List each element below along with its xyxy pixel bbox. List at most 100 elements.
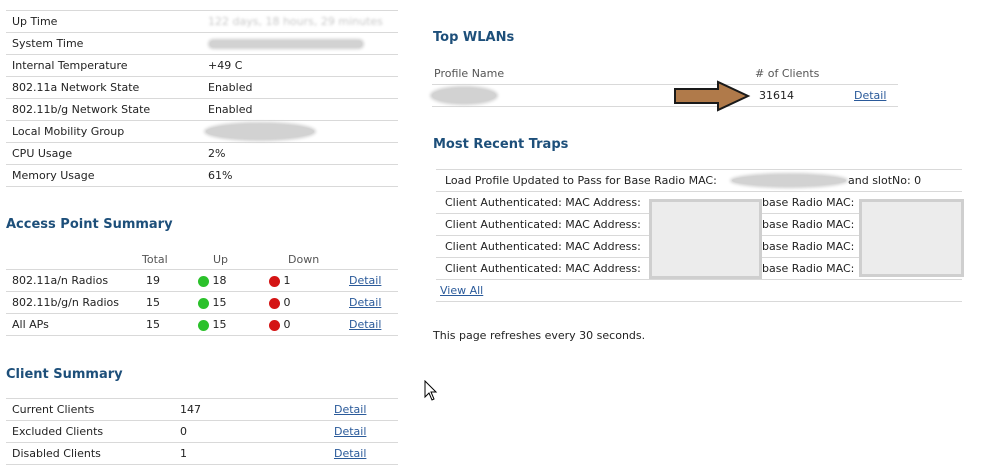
trap-text: Client Authenticated: MAC Address: xyxy=(445,262,641,275)
mouse-cursor-icon xyxy=(424,380,438,401)
trap-mid: base Radio MAC: xyxy=(762,196,855,209)
label-80211bg-network-state: 802.11b/g Network State xyxy=(12,103,151,116)
label-internal-temperature: Internal Temperature xyxy=(12,59,128,72)
client-summary-title: Client Summary xyxy=(6,367,123,382)
trap-mid: base Radio MAC: xyxy=(762,218,855,231)
client-row-excluded: Excluded Clients 0 Detail xyxy=(6,421,398,443)
ap-detail-link[interactable]: Detail xyxy=(349,274,382,287)
row-cpu-usage: CPU Usage 2% xyxy=(6,143,398,165)
redacted-system-time xyxy=(210,41,362,47)
ap-row-label: 802.11a/n Radios xyxy=(12,274,109,287)
ap-total: 15 xyxy=(146,296,160,309)
ap-header-up: Up xyxy=(213,253,229,266)
ap-row-label: All APs xyxy=(12,318,49,331)
client-summary-top-divider xyxy=(6,398,398,399)
refresh-note: This page refreshes every 30 seconds. xyxy=(433,329,646,342)
client-row-value: 0 xyxy=(180,425,187,438)
ap-row-80211an: 802.11a/n Radios 19 18 1 Detail xyxy=(6,270,398,292)
client-detail-link[interactable]: Detail xyxy=(334,403,367,416)
redaction-box-radio-mac xyxy=(859,199,964,277)
ap-up-count: 15 xyxy=(212,318,227,331)
row-80211bg-network-state: 802.11b/g Network State Enabled xyxy=(6,99,398,121)
ap-up-count: 15 xyxy=(212,296,227,309)
ap-detail-link[interactable]: Detail xyxy=(349,318,382,331)
ap-total: 19 xyxy=(146,274,160,287)
client-detail-link[interactable]: Detail xyxy=(334,447,367,460)
status-down-icon xyxy=(269,297,280,309)
wlan-header-divider xyxy=(432,84,898,85)
client-detail-link[interactable]: Detail xyxy=(334,425,367,438)
label-system-time: System Time xyxy=(12,37,84,50)
client-row-label: Disabled Clients xyxy=(12,447,101,460)
redaction-box-client-mac xyxy=(649,199,762,279)
wlan-header-profile-name: Profile Name xyxy=(434,67,505,80)
client-row-disabled: Disabled Clients 1 Detail xyxy=(6,443,398,465)
status-up-icon xyxy=(198,297,209,309)
trap-text: Client Authenticated: MAC Address: xyxy=(445,240,641,253)
value-80211bg-network-state: Enabled xyxy=(208,103,253,116)
client-row-label: Current Clients xyxy=(12,403,95,416)
trap-row: Load Profile Updated to Pass for Base Ra… xyxy=(436,170,962,192)
row-up-time: Up Time 122 days, 18 hours, 29 minutes xyxy=(6,11,398,33)
row-internal-temperature: Internal Temperature +49 C xyxy=(6,55,398,77)
annotation-arrow-icon xyxy=(674,80,751,112)
row-system-time: System Time xyxy=(6,33,398,55)
ap-detail-link[interactable]: Detail xyxy=(349,296,382,309)
value-memory-usage: 61% xyxy=(208,169,233,182)
value-internal-temperature: +49 C xyxy=(208,59,243,72)
wlan-row: 31614 Detail xyxy=(432,85,898,107)
view-all-traps-link[interactable]: View All xyxy=(440,284,484,297)
label-up-time: Up Time xyxy=(12,15,58,28)
ap-down-count: 0 xyxy=(283,318,291,331)
ap-total: 15 xyxy=(146,318,160,331)
trap-text: Client Authenticated: MAC Address: xyxy=(445,218,641,231)
access-point-summary-title: Access Point Summary xyxy=(6,217,173,232)
label-local-mobility-group: Local Mobility Group xyxy=(12,125,125,138)
ap-header-total: Total xyxy=(142,253,168,266)
table-top-edge xyxy=(6,0,398,11)
label-cpu-usage: CPU Usage xyxy=(12,147,73,160)
status-down-icon xyxy=(269,275,280,287)
trap-mid: base Radio MAC: xyxy=(762,262,855,275)
wlan-detail-link[interactable]: Detail xyxy=(854,89,887,102)
ap-down-cell: 0 xyxy=(269,292,291,313)
row-local-mobility-group: Local Mobility Group xyxy=(6,121,398,143)
most-recent-traps-title: Most Recent Traps xyxy=(433,137,569,152)
redacted-profile-name xyxy=(432,88,496,103)
trap-mid: base Radio MAC: xyxy=(762,240,855,253)
client-row-current: Current Clients 147 Detail xyxy=(6,399,398,421)
value-80211a-network-state: Enabled xyxy=(208,81,253,94)
trap-suffix: and slotNo: 0 xyxy=(848,174,922,187)
client-row-label: Excluded Clients xyxy=(12,425,104,438)
label-memory-usage: Memory Usage xyxy=(12,169,95,182)
ap-up-cell: 18 xyxy=(198,270,227,291)
trap-row: Client Authenticated: MAC Address: base … xyxy=(436,258,962,280)
ap-down-count: 1 xyxy=(283,274,291,287)
ap-up-count: 18 xyxy=(212,274,227,287)
status-up-icon xyxy=(198,319,209,331)
traps-top-divider xyxy=(436,169,962,170)
status-up-icon xyxy=(198,275,209,287)
top-wlans-title: Top WLANs xyxy=(433,30,515,45)
ap-down-cell: 0 xyxy=(269,314,291,335)
redacted-mac xyxy=(732,175,846,186)
ap-row-80211bgn: 802.11b/g/n Radios 15 15 0 Detail xyxy=(6,292,398,314)
ap-down-count: 0 xyxy=(283,296,291,309)
redacted-mobility-group xyxy=(206,124,314,139)
client-row-value: 1 xyxy=(180,447,187,460)
ap-up-cell: 15 xyxy=(198,292,227,313)
ap-up-cell: 15 xyxy=(198,314,227,335)
ap-header-down: Down xyxy=(288,253,320,266)
value-cpu-usage: 2% xyxy=(208,147,226,160)
ap-header-divider xyxy=(6,269,398,270)
wlan-header-clients: # of Clients xyxy=(755,67,820,80)
ap-row-all-aps: All APs 15 15 0 Detail xyxy=(6,314,398,336)
traps-bottom-divider xyxy=(436,301,962,302)
label-80211a-network-state: 802.11a Network State xyxy=(12,81,140,94)
ap-row-label: 802.11b/g/n Radios xyxy=(12,296,119,309)
ap-down-cell: 1 xyxy=(269,270,291,291)
trap-text: Load Profile Updated to Pass for Base Ra… xyxy=(445,174,717,187)
value-up-time: 122 days, 18 hours, 29 minutes xyxy=(208,15,383,28)
row-memory-usage: Memory Usage 61% xyxy=(6,165,398,187)
wlan-client-count: 31614 xyxy=(759,89,794,102)
